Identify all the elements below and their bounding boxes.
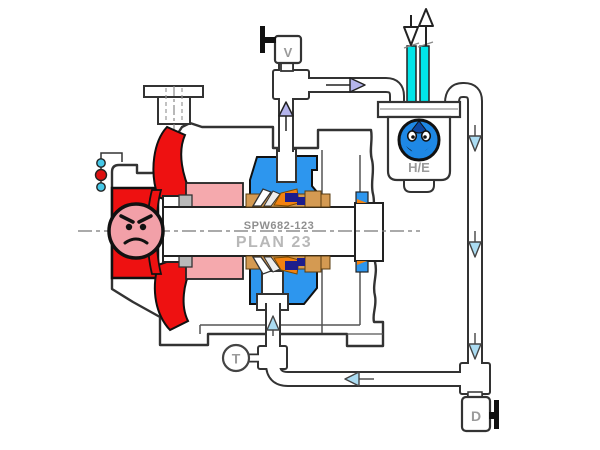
seal-internals-top — [245, 188, 331, 208]
vent-valve-stem-icon — [264, 37, 276, 43]
vent-indicator-dots — [94, 152, 123, 192]
flow-arrow-up-icon — [278, 101, 294, 131]
seal-face — [251, 188, 273, 207]
sleeve-collar — [304, 190, 322, 208]
gland-top-port — [276, 148, 297, 183]
cooling-water-in-arrow-icon — [403, 15, 419, 46]
heat-exchanger-label: H/E — [408, 160, 430, 175]
piping-loop — [257, 62, 491, 400]
throat-bushing — [178, 194, 193, 208]
flow-arrows — [266, 77, 482, 387]
sleeve-collar — [304, 255, 322, 273]
hair-peak — [411, 120, 427, 134]
vent-valve-body — [273, 34, 303, 65]
eye — [139, 223, 147, 231]
flow-arrow-right-icon — [326, 77, 366, 93]
happy-face-icon — [397, 118, 441, 162]
flow-arrow-down-icon — [468, 333, 482, 360]
vent-valve-label: V — [284, 45, 293, 60]
seal-face — [251, 256, 273, 275]
cooling-water-out-arrow-icon — [418, 8, 434, 46]
cooling-water-tubes — [403, 41, 434, 105]
plan-label: PLAN 23 — [236, 234, 312, 251]
vent-valve-handle-icon — [260, 26, 265, 53]
shaft-code-label: SPW682-123 — [244, 220, 314, 232]
seal-elastomer — [285, 261, 298, 270]
temperature-gauge: T — [221, 343, 259, 373]
temperature-gauge-label: T — [232, 351, 241, 367]
heat-exchanger: H/E — [376, 8, 462, 193]
drain-valve-handle-icon — [494, 400, 499, 429]
seal-internals-bottom — [245, 255, 331, 275]
flange-bolt-lines — [165, 88, 183, 122]
seal-elastomer — [297, 258, 305, 266]
discharge-flange — [143, 85, 204, 142]
bushing-gasket — [357, 261, 367, 265]
flow-arrow-down-icon — [468, 125, 482, 152]
mechanical-seal-gland — [245, 148, 331, 311]
angry-eyebrows — [119, 214, 153, 224]
seal-elastomer — [285, 193, 298, 202]
gauge-dial — [221, 343, 251, 373]
frown — [123, 237, 149, 245]
eye — [125, 223, 133, 231]
angry-face-icon — [107, 202, 165, 260]
vent-valve: V — [260, 26, 303, 72]
drain-valve-label: D — [471, 408, 481, 424]
flow-arrow-down-icon — [468, 231, 482, 258]
drain-valve-stem-icon — [489, 412, 495, 419]
flow-arrow-left-icon — [344, 371, 374, 387]
shaft-step — [354, 202, 384, 262]
exchanger-nub — [403, 179, 435, 193]
flow-arrow-up-icon — [266, 315, 280, 336]
drain-valve: D — [460, 391, 499, 433]
seal-elastomer — [297, 197, 305, 205]
bushing-gasket — [357, 199, 367, 203]
